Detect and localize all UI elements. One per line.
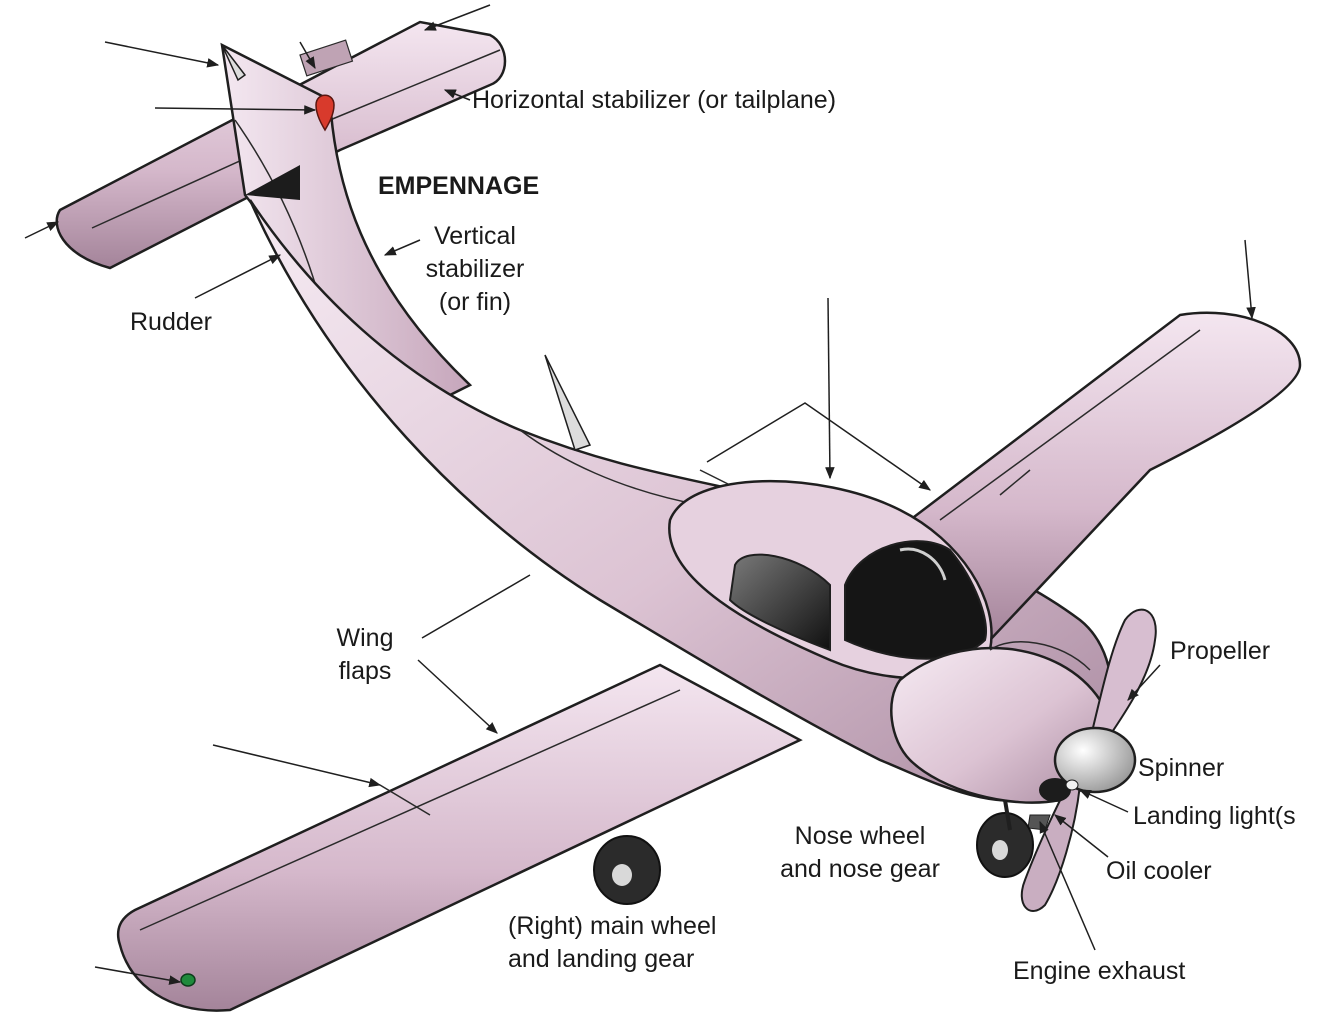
label-rudder: Rudder [130, 308, 212, 336]
label-landing-light: Landing light(s [1133, 802, 1296, 830]
label-nose-wheel-line-2: and nose gear [780, 855, 940, 883]
label-horizontal-stabilizer: Horizontal stabilizer (or tailplane) [472, 86, 837, 114]
label-oil-cooler: Oil cooler [1106, 857, 1212, 885]
label-spinner: Spinner [1138, 754, 1225, 782]
label-vertical-stabilizer: Vertical stabilizer (or fin) [410, 220, 540, 319]
propeller-lower-blade [1020, 767, 1082, 912]
right-wing-shape [116, 663, 803, 1012]
label-nose-wheel-line-1: Nose wheel [794, 822, 926, 850]
label-wing-flaps: Wing flaps [320, 622, 410, 688]
cockpit-window-left [728, 553, 831, 652]
label-main-wheel-line-1: (Right) main wheel [508, 912, 717, 940]
label-wing-flaps-line-1: Wing [336, 624, 394, 652]
left-wing-shape [908, 311, 1302, 643]
label-vertical-stabilizer-line-1: Vertical [434, 222, 516, 250]
rudder-hinge-line [234, 119, 321, 301]
label-vertical-stabilizer-line-3: (or fin) [438, 288, 512, 316]
label-vertical-stabilizer-line-2: stabilizer [425, 255, 525, 283]
cockpit-window-right [844, 540, 987, 660]
propeller-upper-blade [1088, 608, 1157, 752]
red-navigation-light-icon [315, 94, 335, 132]
spinner-shape [1053, 726, 1137, 794]
label-nose-wheel: Nose wheel and nose gear [760, 820, 960, 886]
leader-lines [24, 4, 1256, 985]
label-main-wheel-line-2: and landing gear [508, 945, 695, 973]
label-engine-exhaust: Engine exhaust [1013, 957, 1186, 985]
label-wing-flaps-line-2: flaps [338, 657, 392, 685]
label-empennage: EMPENNAGE [378, 172, 540, 200]
green-navigation-light-icon [180, 973, 196, 987]
label-propeller: Propeller [1170, 637, 1271, 665]
label-main-wheel: (Right) main wheel and landing gear [508, 910, 716, 976]
